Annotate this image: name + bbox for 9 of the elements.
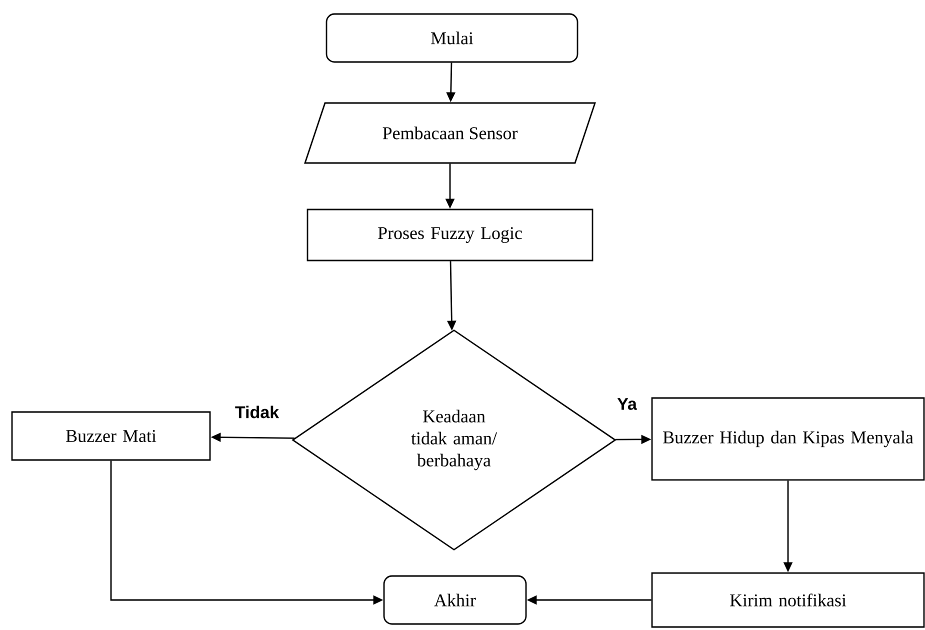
process-box: Buzzer Hidup dan Kipas Menyala [651,397,925,481]
process-box: Proses Fuzzy Logic [306,208,594,262]
terminal-box: Mulai [326,13,578,63]
process-box: Kirim notifikasi [651,572,925,628]
input-parallelogram: Pembacaan Sensor [304,102,596,164]
edge-label: Tidak [234,404,280,420]
process-box: Buzzer Mati [11,411,211,461]
terminal-box: Akhir [383,575,527,625]
edge-label: Ya [616,397,638,411]
